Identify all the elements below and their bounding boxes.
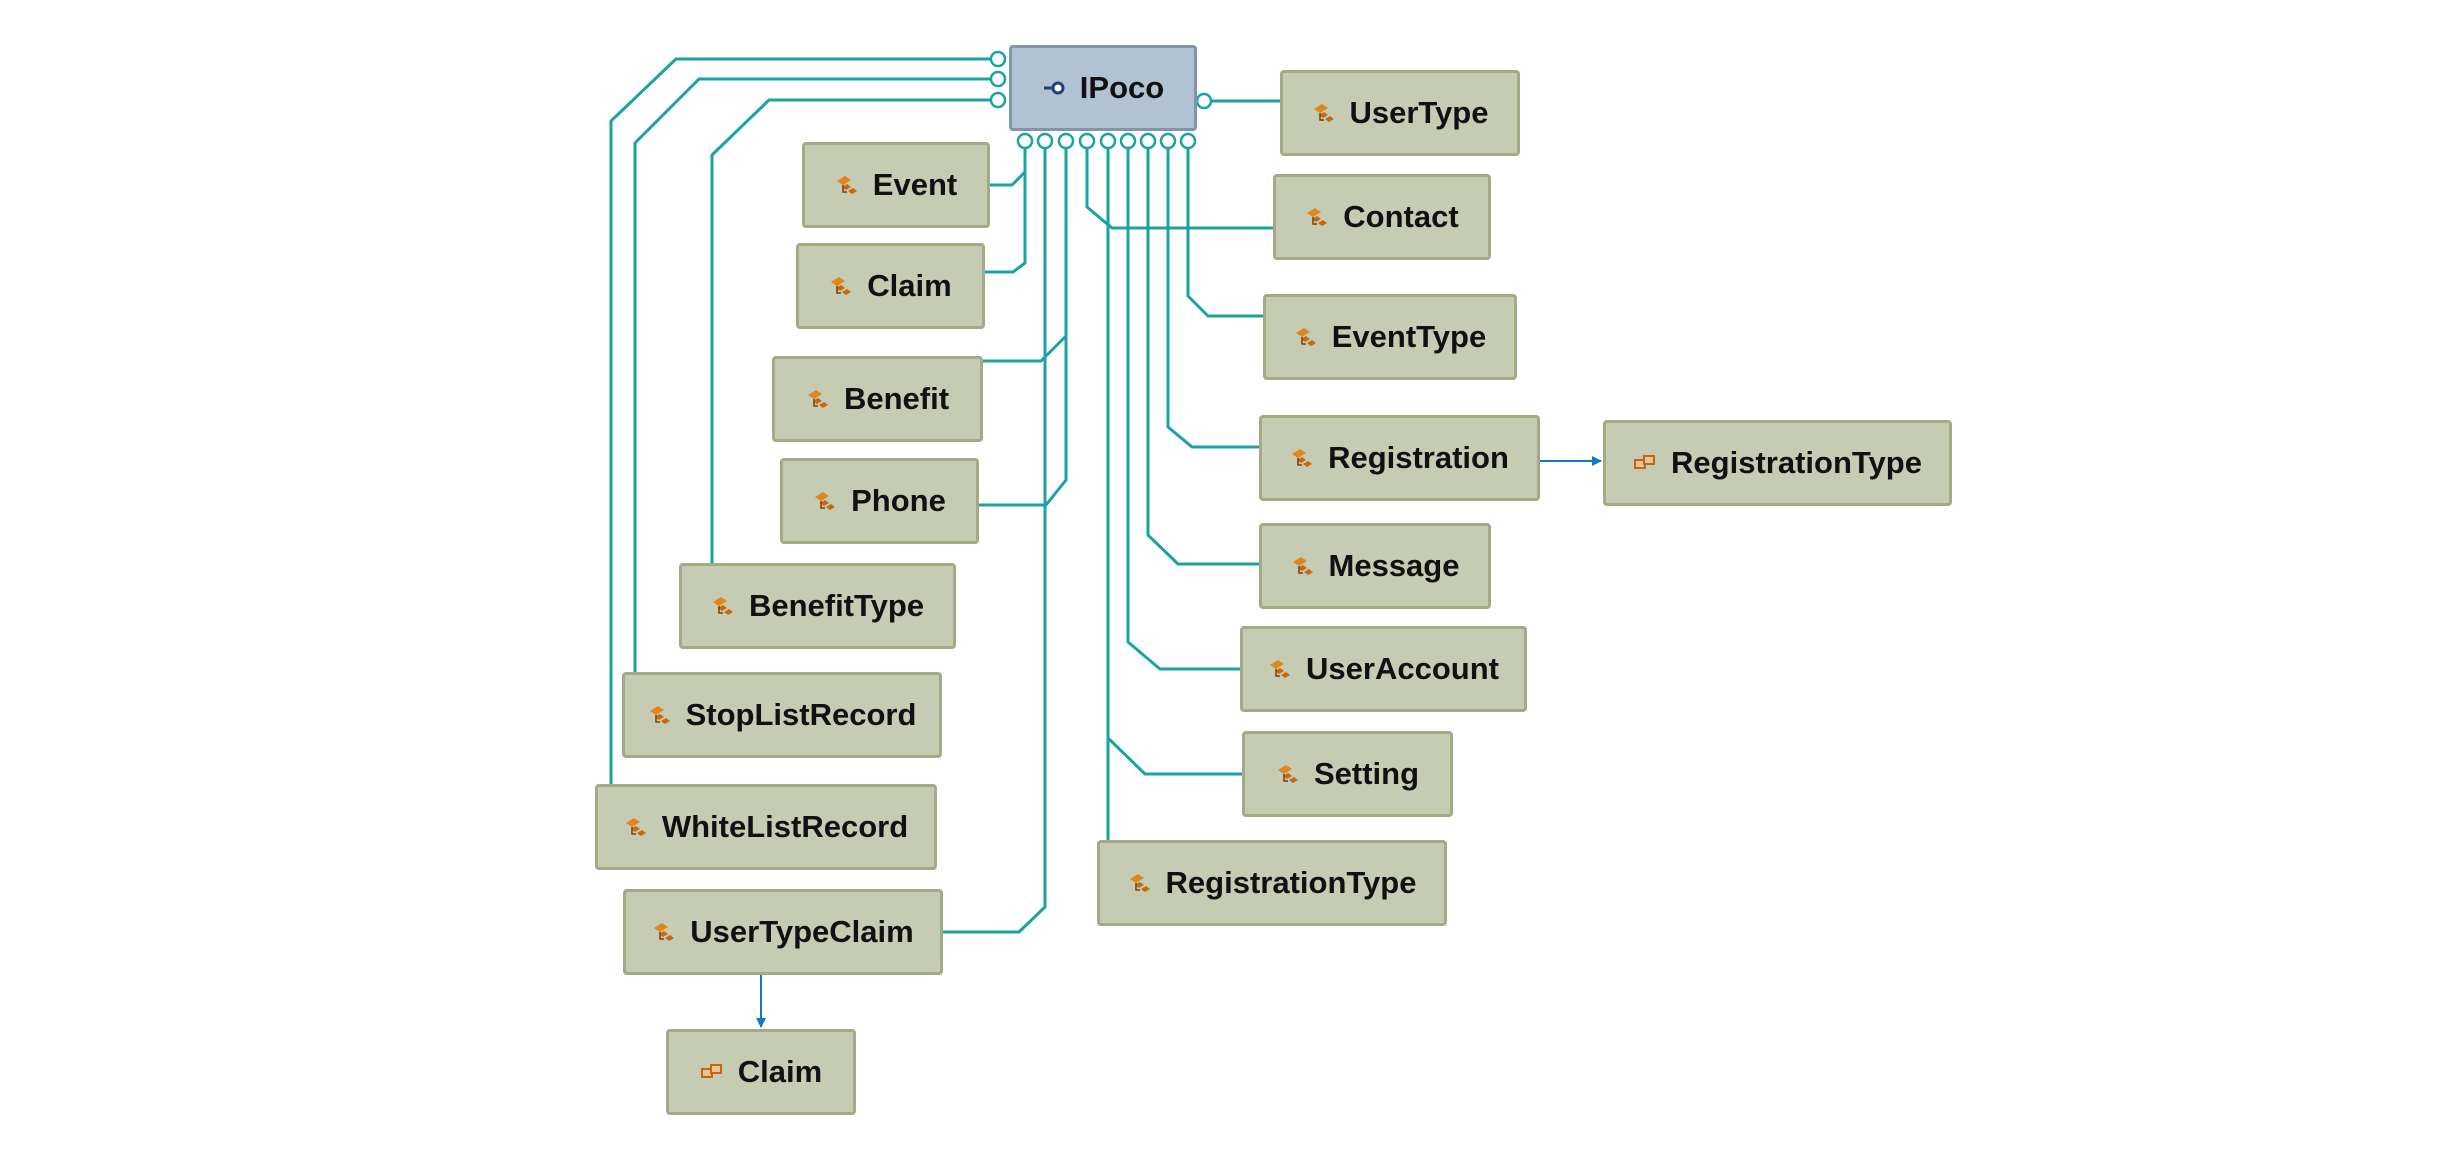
class-benefittype[interactable]: BenefitType bbox=[679, 563, 956, 649]
class-icon bbox=[711, 594, 735, 618]
class-icon bbox=[1291, 554, 1315, 578]
class-icon bbox=[1128, 871, 1152, 895]
class-registrationtype[interactable]: RegistrationType bbox=[1097, 840, 1447, 926]
class-label: Benefit bbox=[843, 381, 950, 416]
class-label: Message bbox=[1328, 548, 1460, 583]
class-icon bbox=[648, 703, 672, 727]
enum-icon bbox=[1633, 451, 1657, 475]
enum-label: Claim bbox=[737, 1054, 823, 1089]
class-icon bbox=[1276, 762, 1300, 786]
lollipop-port bbox=[1016, 132, 1034, 150]
connector-ipoco-registration bbox=[1166, 141, 1259, 449]
class-label: Phone bbox=[851, 483, 946, 518]
lollipop-port bbox=[1078, 132, 1096, 150]
class-icon bbox=[829, 274, 853, 298]
lollipop-port bbox=[1139, 132, 1157, 150]
enum-registrationtype[interactable]: RegistrationType bbox=[1603, 420, 1952, 506]
connector-ipoco-stoplistrecord bbox=[633, 77, 998, 672]
class-icon bbox=[1312, 101, 1336, 125]
lollipop-port bbox=[1195, 92, 1213, 110]
connector-ipoco-eventtype bbox=[1186, 141, 1263, 318]
class-claim[interactable]: Claim bbox=[796, 243, 985, 329]
connector-ipoco-usertypeclaim bbox=[943, 141, 1047, 934]
class-registration[interactable]: Registration bbox=[1259, 415, 1540, 501]
class-setting[interactable]: Setting bbox=[1242, 731, 1453, 817]
class-label: UserType bbox=[1349, 95, 1489, 130]
enum-claim[interactable]: Claim bbox=[666, 1029, 856, 1115]
class-label: WhiteListRecord bbox=[661, 809, 909, 844]
enum-label: RegistrationType bbox=[1671, 445, 1922, 480]
lollipop-port bbox=[1036, 132, 1054, 150]
class-label: StopListRecord bbox=[685, 697, 917, 732]
ipoco-interface[interactable]: IPoco bbox=[1009, 45, 1197, 131]
lollipop-port bbox=[1119, 132, 1137, 150]
lollipop-port bbox=[1159, 132, 1177, 150]
class-label: Contact bbox=[1343, 199, 1459, 234]
class-event[interactable]: Event bbox=[802, 142, 990, 228]
class-label: Claim bbox=[867, 268, 952, 303]
connector-ipoco-phone bbox=[979, 141, 1068, 507]
class-label: UserTypeClaim bbox=[690, 914, 914, 949]
class-whitelistrecord[interactable]: WhiteListRecord bbox=[595, 784, 937, 870]
class-stoplistrecord[interactable]: StopListRecord bbox=[622, 672, 942, 758]
class-usertypeclaim[interactable]: UserTypeClaim bbox=[623, 889, 943, 975]
class-label: BenefitType bbox=[748, 588, 925, 623]
class-icon bbox=[1294, 325, 1318, 349]
connector-ipoco-whitelistrecord bbox=[609, 57, 998, 784]
connector-ipoco-message bbox=[1146, 141, 1259, 566]
class-usertype[interactable]: UserType bbox=[1280, 70, 1520, 156]
lollipop-port bbox=[1057, 132, 1075, 150]
class-label: RegistrationType bbox=[1165, 865, 1417, 900]
class-useraccount[interactable]: UserAccount bbox=[1240, 626, 1527, 712]
ipoco-label: IPoco bbox=[1079, 70, 1165, 105]
connector-ipoco-contact bbox=[1085, 141, 1273, 230]
class-label: UserAccount bbox=[1306, 651, 1499, 686]
connector-ipoco-event bbox=[990, 141, 1027, 187]
lollipop-port bbox=[989, 50, 1007, 68]
class-contact[interactable]: Contact bbox=[1273, 174, 1491, 260]
class-phone[interactable]: Phone bbox=[780, 458, 979, 544]
class-message[interactable]: Message bbox=[1259, 523, 1491, 609]
lollipop-port bbox=[1099, 132, 1117, 150]
class-icon bbox=[624, 815, 648, 839]
class-icon bbox=[835, 173, 859, 197]
class-icon bbox=[806, 387, 830, 411]
connector-ipoco-useraccount bbox=[1126, 141, 1240, 671]
interface-lollipop-icon bbox=[1042, 76, 1066, 100]
class-icon bbox=[1305, 205, 1329, 229]
connector-ipoco-benefittype bbox=[710, 98, 998, 563]
connector-ipoco-claim bbox=[985, 141, 1027, 274]
class-label: Registration bbox=[1328, 440, 1509, 475]
class-label: Event bbox=[872, 167, 958, 202]
lollipop-port bbox=[1179, 132, 1197, 150]
lollipop-port bbox=[989, 70, 1007, 88]
class-benefit[interactable]: Benefit bbox=[772, 356, 983, 442]
class-label: Setting bbox=[1313, 756, 1420, 791]
class-icon bbox=[652, 920, 676, 944]
enum-icon bbox=[700, 1060, 724, 1084]
class-label: EventType bbox=[1331, 319, 1487, 354]
class-icon bbox=[1290, 446, 1314, 470]
class-icon bbox=[813, 489, 837, 513]
class-eventtype[interactable]: EventType bbox=[1263, 294, 1517, 380]
lollipop-port bbox=[989, 91, 1007, 109]
class-icon bbox=[1268, 657, 1292, 681]
